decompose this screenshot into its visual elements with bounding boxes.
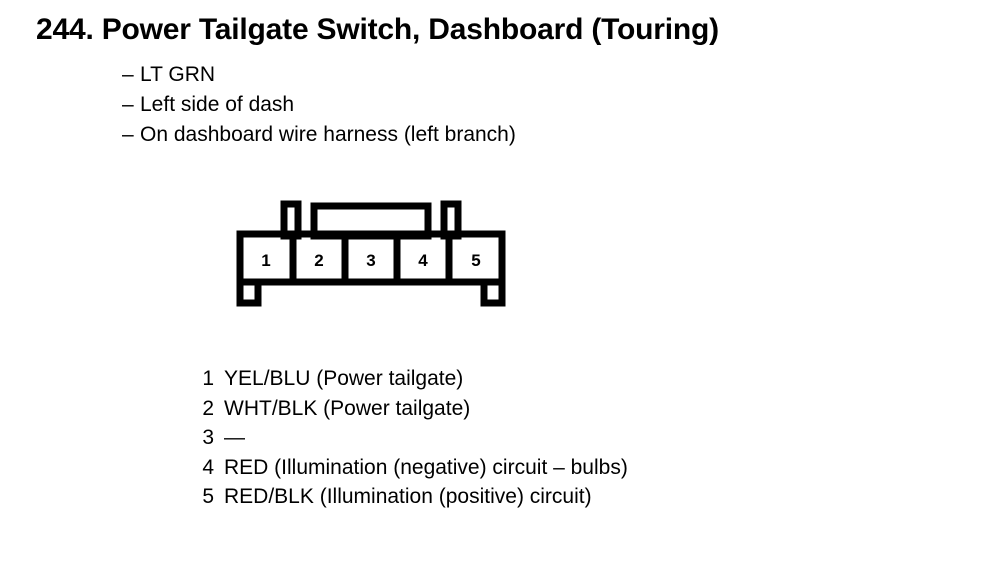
pin-legend-row: 2 WHT/BLK (Power tailgate) xyxy=(198,394,628,424)
pin-legend-list: 1 YEL/BLU (Power tailgate) 2 WHT/BLK (Po… xyxy=(198,364,628,512)
pin-legend-index: 3 xyxy=(202,426,214,449)
pin-legend-description: YEL/BLU (Power tailgate) xyxy=(224,367,464,390)
note-list: – LT GRN – Left side of dash – On dashbo… xyxy=(122,60,516,150)
connector-diagram: 1 2 3 4 5 xyxy=(236,200,506,310)
pin-legend-index: 2 xyxy=(202,396,214,420)
pin-legend-row: 3 — xyxy=(198,423,628,453)
note-dash-icon: – xyxy=(122,63,134,86)
connector-svg: 1 2 3 4 5 xyxy=(236,200,506,307)
pin-legend-index: 1 xyxy=(202,367,214,390)
note-dash-icon: – xyxy=(122,93,134,116)
pin-legend-description: RED/BLK (Illumination (positive) circuit… xyxy=(224,485,592,508)
pin-legend-description: — xyxy=(224,426,245,449)
pin-legend-row: 5 RED/BLK (Illumination (positive) circu… xyxy=(198,482,628,512)
cavity-label-3: 3 xyxy=(366,251,375,270)
note-item: – Left side of dash xyxy=(122,90,516,120)
note-text: LT GRN xyxy=(140,63,216,86)
note-text: On dashboard wire harness (left branch) xyxy=(140,123,516,146)
pin-legend-index: 4 xyxy=(202,455,214,479)
cavity-label-1: 1 xyxy=(261,251,270,270)
cavity-label-5: 5 xyxy=(471,251,480,270)
page-title: 244. Power Tailgate Switch, Dashboard (T… xyxy=(36,13,719,46)
note-text: Left side of dash xyxy=(140,93,295,116)
pin-legend-index: 5 xyxy=(202,485,214,508)
cavity-label-2: 2 xyxy=(314,251,323,270)
pin-legend-row: 4 RED (Illumination (negative) circuit –… xyxy=(198,453,628,483)
note-item: – On dashboard wire harness (left branch… xyxy=(122,120,516,150)
note-item: – LT GRN xyxy=(122,60,516,90)
pin-legend-row: 1 YEL/BLU (Power tailgate) xyxy=(198,364,628,394)
cavity-label-4: 4 xyxy=(418,251,428,270)
pin-legend-description: WHT/BLK (Power tailgate) xyxy=(224,396,471,420)
connector-outline xyxy=(236,200,506,307)
pin-legend-description: RED (Illumination (negative) circuit – b… xyxy=(224,455,628,479)
note-dash-icon: – xyxy=(122,123,134,146)
